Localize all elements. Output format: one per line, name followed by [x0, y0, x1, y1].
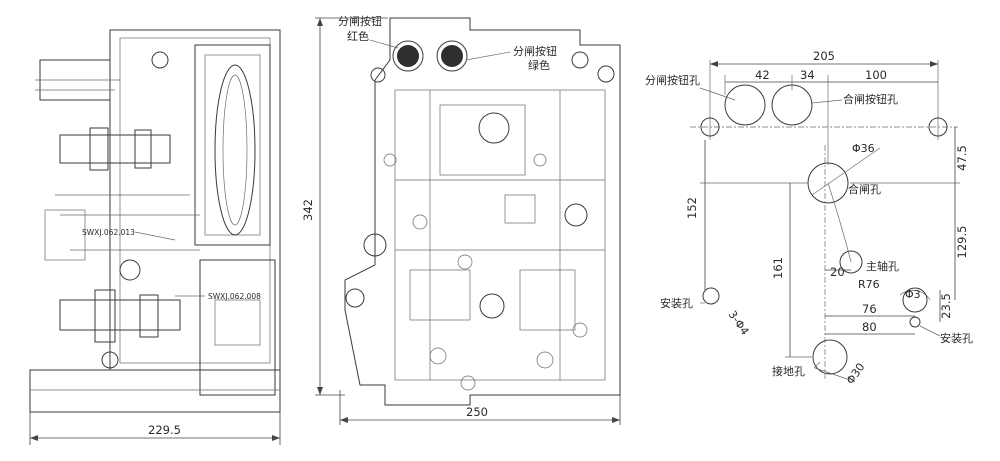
left-motor-window — [214, 299, 261, 346]
dim-47-5: 47.5 — [955, 145, 969, 171]
left-gear-3 — [94, 289, 116, 343]
middle-panel-outline — [344, 17, 621, 406]
ground-hole — [812, 339, 848, 375]
part-label-swxj-013: SWXJ.062.013 — [82, 228, 135, 237]
open-button-hole — [724, 84, 766, 126]
label-install-hole-right: 安装孔 — [940, 331, 973, 345]
middle-shaft-hole — [479, 293, 505, 319]
part-label-swxj-008: SWXJ.062.008 — [208, 292, 261, 301]
left-side-view: SWXJ.062.013 SWXJ.062.008 229.5 — [29, 29, 281, 445]
close-button-ring — [436, 40, 468, 72]
left-bracket — [44, 209, 86, 261]
right-install-hole — [909, 316, 921, 328]
label-r76: R76 — [858, 278, 880, 291]
dim-80: 80 — [862, 320, 877, 334]
open-button-color: 红色 — [347, 29, 369, 43]
left-pin-2 — [101, 351, 119, 369]
label-phi30: Φ30 — [844, 361, 868, 387]
close-button-hole — [771, 84, 813, 126]
left-gear-4 — [139, 294, 159, 338]
middle-panel-inner — [394, 89, 606, 381]
dim-76: 76 — [862, 302, 877, 316]
left-shaft-lower — [59, 299, 181, 331]
dim-23-5: 23.5 — [939, 293, 953, 319]
left-gear-1 — [89, 127, 109, 171]
middle-pivot-right — [564, 203, 588, 227]
dim-129-5: 129.5 — [955, 226, 969, 259]
dim-161: 161 — [771, 257, 785, 279]
left-spring-housing — [194, 44, 271, 246]
left-shaft-upper — [59, 134, 171, 164]
close-button-label: 分闸按钮 — [513, 44, 557, 58]
close-button-color: 绿色 — [528, 58, 550, 72]
left-install-hole — [702, 287, 720, 305]
open-button-red — [397, 45, 419, 67]
middle-cam-plate — [439, 104, 526, 176]
label-close-hole: 合闸孔 — [848, 182, 881, 196]
label-3-phi4: 3-Φ4 — [726, 308, 752, 337]
left-motor-block — [199, 259, 276, 396]
left-pin-1 — [119, 259, 141, 281]
left-spring-coil-inner — [222, 74, 248, 226]
top-left-mount-hole — [700, 117, 720, 137]
open-button-label: 分闸按钮 — [338, 14, 382, 28]
middle-latch — [504, 194, 536, 224]
dim-20: 20 — [830, 265, 845, 279]
label-main-shaft-hole: 主轴孔 — [866, 259, 899, 273]
middle-mount-left — [345, 288, 365, 308]
label-install-hole-left: 安装孔 — [660, 296, 693, 310]
top-right-mount-hole — [928, 117, 948, 137]
middle-front-view: 分闸按钮 红色 分闸按钮 绿色 342 — [301, 14, 621, 425]
middle-main-cam — [478, 112, 510, 144]
left-gear-2 — [134, 129, 152, 169]
left-spring-coil — [214, 64, 256, 236]
left-pin-3 — [151, 51, 169, 69]
left-spring-housing-inner — [204, 54, 261, 236]
middle-width-dim: 250 — [466, 405, 488, 419]
main-shaft-hole — [839, 250, 863, 274]
right-hole-layout: 205 42 34 100 47.5 129.5 23.5 152 161 20… — [645, 49, 973, 387]
open-button-ring — [392, 40, 424, 72]
dim-205: 205 — [813, 49, 835, 63]
middle-height-dim: 342 — [301, 199, 315, 221]
middle-mount-top-left — [370, 67, 386, 83]
middle-pivot-left — [363, 233, 387, 257]
middle-mount-right — [597, 65, 615, 83]
label-phi3: Φ3 — [905, 288, 921, 301]
label-open-button-hole: 分闸按钮孔 — [645, 73, 700, 87]
dim-100: 100 — [865, 68, 887, 82]
middle-mount-top-right — [571, 51, 589, 69]
close-button-green — [441, 45, 463, 67]
dim-42: 42 — [755, 68, 770, 82]
label-phi36: Φ36 — [852, 142, 875, 155]
left-width-dim: 229.5 — [148, 423, 181, 437]
dim-34: 34 — [800, 68, 815, 82]
label-close-button-hole: 合闸按钮孔 — [843, 92, 898, 106]
right-install-hole-ring — [902, 287, 928, 313]
dim-152: 152 — [685, 197, 699, 219]
left-base-plate — [29, 369, 281, 413]
label-ground-hole: 接地孔 — [772, 365, 805, 378]
